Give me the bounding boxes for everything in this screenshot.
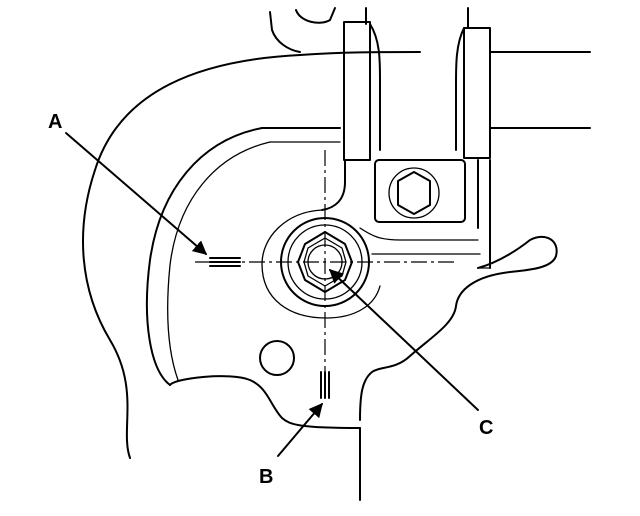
mounting-bracket — [145, 127, 361, 501]
outer-housing — [82, 51, 421, 459]
alignment-mark-horizontal — [209, 257, 241, 267]
leader-line-b — [277, 402, 323, 457]
bushing-assembly — [269, 7, 591, 161]
callout-b-label: B — [259, 466, 273, 488]
center-lines — [195, 150, 455, 372]
linkage-arm — [321, 159, 558, 421]
alignment-marks — [209, 257, 330, 399]
callout-c-label: C — [479, 417, 493, 439]
leader-lines — [65, 132, 479, 457]
leader-line-a — [65, 132, 208, 255]
callout-a-label: A — [48, 111, 62, 133]
locating-hole — [259, 340, 295, 376]
leader-line-c — [328, 269, 479, 411]
alignment-mark-vertical — [320, 371, 330, 399]
upper-bolt — [374, 159, 466, 223]
